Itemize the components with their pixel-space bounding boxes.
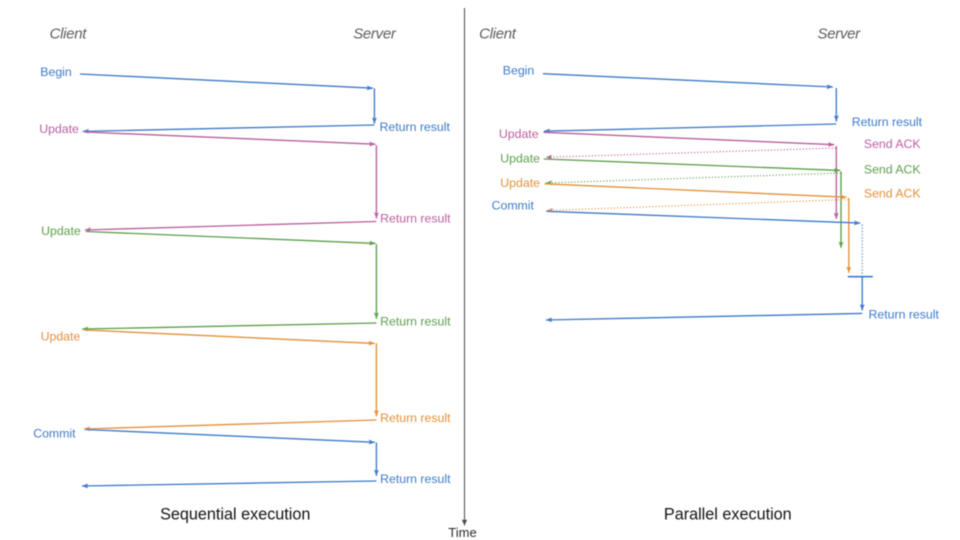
svg-text:Parallel execution: Parallel execution: [664, 506, 792, 524]
svg-text:Return result: Return result: [852, 115, 923, 129]
svg-text:Commit: Commit: [492, 199, 535, 213]
svg-text:Return result: Return result: [380, 411, 451, 425]
svg-text:Commit: Commit: [33, 426, 76, 440]
svg-text:Sequential execution: Sequential execution: [160, 506, 310, 524]
svg-text:Return result: Return result: [380, 120, 451, 134]
svg-text:Return result: Return result: [380, 211, 451, 225]
svg-text:Server: Server: [353, 26, 397, 43]
svg-text:Client: Client: [479, 26, 517, 43]
svg-text:Client: Client: [50, 26, 88, 43]
svg-text:Send ACK: Send ACK: [864, 162, 922, 176]
svg-text:Return result: Return result: [380, 472, 451, 486]
svg-text:Server: Server: [818, 26, 862, 43]
svg-text:Update: Update: [499, 127, 539, 141]
svg-text:Update: Update: [500, 151, 540, 165]
svg-text:Update: Update: [41, 224, 81, 238]
svg-text:Begin: Begin: [503, 64, 535, 78]
svg-text:Begin: Begin: [40, 65, 72, 79]
svg-text:Send ACK: Send ACK: [864, 137, 922, 151]
svg-text:Update: Update: [500, 176, 540, 190]
svg-text:Update: Update: [39, 122, 79, 136]
svg-text:Update: Update: [41, 330, 81, 344]
svg-text:Return result: Return result: [380, 315, 451, 329]
svg-text:Send ACK: Send ACK: [864, 186, 922, 200]
svg-text:Return result: Return result: [869, 307, 940, 321]
svg-text:Time: Time: [448, 525, 476, 540]
